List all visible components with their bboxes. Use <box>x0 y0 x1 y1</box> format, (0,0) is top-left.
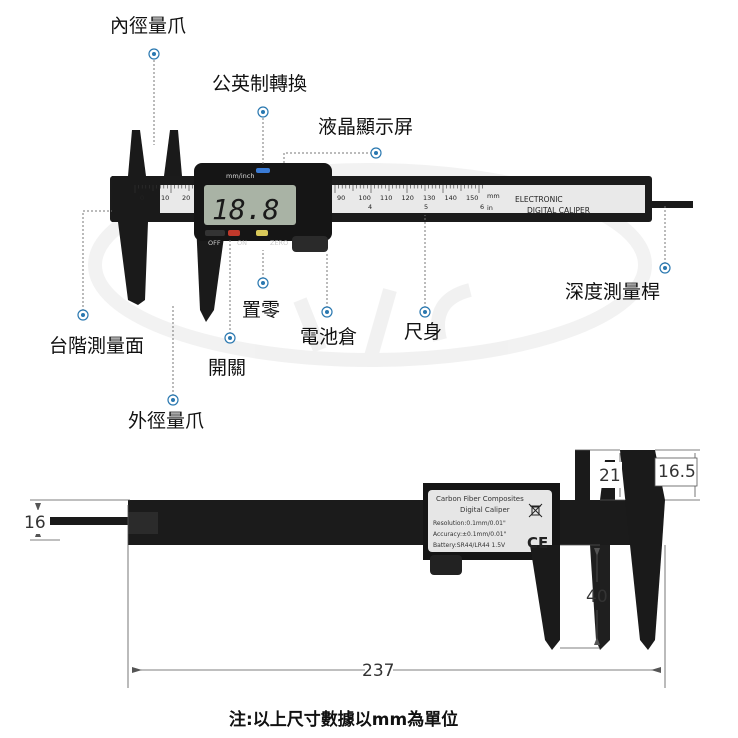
callout-dot-center <box>663 266 667 270</box>
scale-ticks <box>134 185 483 193</box>
back-lower-jaw <box>530 545 560 650</box>
off-button <box>205 230 225 236</box>
callout-dot-center <box>261 281 265 285</box>
callout-depth-rod: 深度測量桿 <box>565 281 660 303</box>
callout-outer-jaw: 外徑量爪 <box>128 410 204 432</box>
slider-jaw <box>196 222 226 322</box>
brand-line-1: ELECTRONIC <box>515 195 563 204</box>
callout-inner-jaw: 內徑量爪 <box>110 15 186 37</box>
bottom-caliper <box>50 450 665 650</box>
battery-cap <box>292 236 328 252</box>
display-value: 18.8 <box>212 193 279 226</box>
scale-number: 10 <box>161 194 169 202</box>
scale-number: 130 <box>423 194 435 202</box>
callout-dot-center <box>171 398 175 402</box>
leader-lines <box>82 60 666 400</box>
callout-step-face: 台階測量面 <box>49 335 144 357</box>
callout-dots <box>77 48 671 406</box>
back-bar-end <box>128 512 158 534</box>
unit-label: mm/inch <box>226 172 254 180</box>
callout-zero: 置零 <box>242 299 280 321</box>
depth-rod <box>645 201 693 208</box>
info-title-1: Carbon Fiber Composites <box>436 495 524 503</box>
dim-16-box <box>20 510 50 534</box>
scale-number: 120 <box>402 194 414 202</box>
unit-button <box>256 168 270 173</box>
top-caliper <box>110 130 693 322</box>
info-accuracy: Accuracy:±0.1mm/0.01" <box>433 531 507 538</box>
in-label: in <box>487 204 493 212</box>
dim-total-length: 237 <box>362 661 394 681</box>
callout-unit-switch: 公英制轉換 <box>212 73 307 95</box>
scale-number: 110 <box>380 194 392 202</box>
scale-numbers: 0 10 20 90 100 110 120 130 140 150 4 5 6 <box>140 194 484 211</box>
back-thumb-wheel <box>430 555 462 575</box>
bin-icon <box>528 503 543 518</box>
callout-dot-center <box>261 110 265 114</box>
on-button <box>228 230 240 236</box>
callout-dot-center <box>81 313 85 317</box>
lcd-screen <box>204 185 296 225</box>
footnote: 注:以上尺寸數據以mm為單位 <box>229 709 458 730</box>
inner-fixed-jaw <box>128 130 146 176</box>
callout-dot-center <box>374 151 378 155</box>
back-ruler-bar <box>128 500 655 545</box>
scale-number: 140 <box>445 194 457 202</box>
info-resolution: Resolution:0.1mm/0.01" <box>433 520 506 527</box>
scale-number: 150 <box>466 194 478 202</box>
on-label: ON <box>237 239 247 247</box>
scale-number: 0 <box>140 194 144 202</box>
back-lower-fixed-jaw <box>590 545 610 650</box>
callout-battery: 電池倉 <box>300 326 357 348</box>
fixed-jaw <box>112 176 160 305</box>
inch-mark: 6 <box>480 203 484 211</box>
inner-slider-jaw <box>164 130 182 176</box>
off-label: OFF <box>208 239 221 247</box>
dim-jaw-width: 16.5 <box>658 462 696 482</box>
watermark-logo <box>88 163 652 367</box>
dimension-lines <box>30 449 700 688</box>
mm-label: mm <box>487 192 500 200</box>
callout-dot-center <box>325 310 329 314</box>
ce-mark: CE <box>527 534 548 552</box>
zero-button <box>256 230 268 236</box>
info-title-2: Digital Caliper <box>460 506 510 514</box>
dim-16-5-box <box>654 457 698 487</box>
callout-dot-center <box>423 310 427 314</box>
scale-number: 90 <box>337 194 345 202</box>
callout-lcd-screen: 液晶顯示屏 <box>318 116 413 138</box>
inch-mark: 5 <box>424 203 428 211</box>
callout-power-switch: 開關 <box>208 357 246 379</box>
dim-21-box <box>594 462 622 488</box>
back-upper-fixed-jaw <box>575 450 590 500</box>
dim-outer-jaw: 40 <box>586 587 608 607</box>
dim-depth-rod: 16 <box>24 513 46 533</box>
scale-number: 100 <box>359 194 371 202</box>
callout-dot-center <box>228 336 232 340</box>
inch-mark: 4 <box>368 203 372 211</box>
callout-ruler-body: 尺身 <box>404 321 442 343</box>
info-sticker <box>428 490 552 552</box>
scale-number: 20 <box>182 194 190 202</box>
brand-line-2: DIGITAL CALIPER <box>527 206 590 215</box>
callout-dot-center <box>152 52 156 56</box>
back-fixed-block <box>620 450 665 650</box>
zero-label: ZERO <box>270 239 288 247</box>
info-battery: Battery:SR44/LR44 1.5V <box>433 542 506 549</box>
dim-inner-jaw: 21 <box>599 466 621 486</box>
back-depth-rod <box>50 517 130 525</box>
